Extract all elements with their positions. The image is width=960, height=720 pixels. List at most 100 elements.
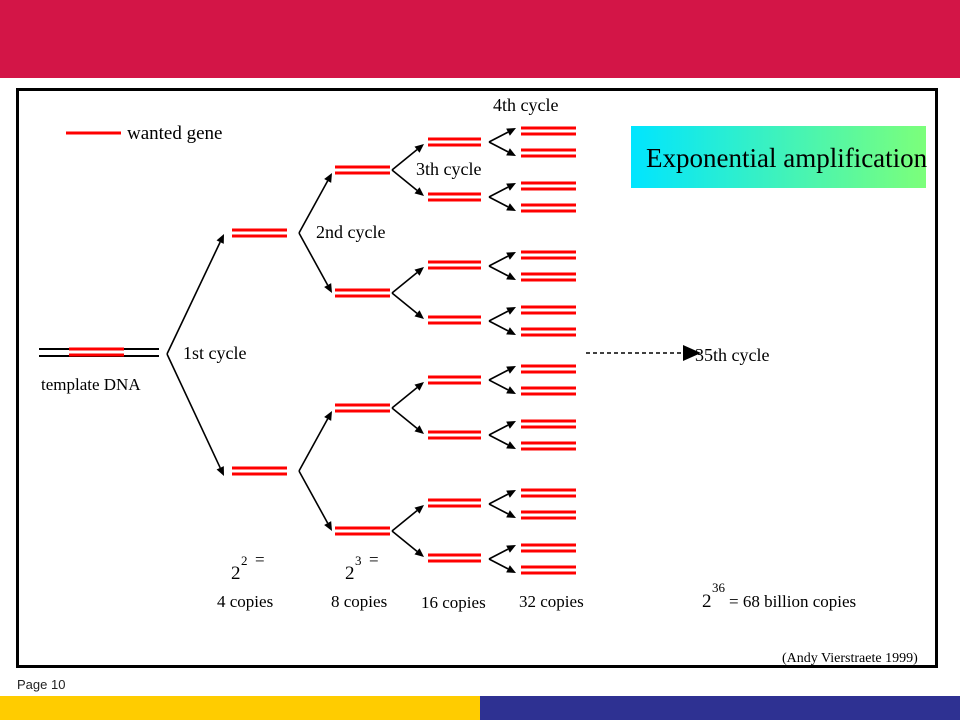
count-4-base: 2	[231, 563, 241, 584]
final-copies-text: = 68 billion copies	[729, 592, 856, 611]
count-8-label: 8 copies	[331, 592, 387, 611]
count-16-label: 16 copies	[421, 593, 486, 612]
arrowhead	[506, 128, 516, 136]
cycle-1-label: 1st cycle	[183, 343, 246, 363]
arrowhead	[414, 144, 424, 153]
arrow-cycle4-down	[488, 320, 516, 335]
branch-line	[166, 241, 221, 355]
copy-cycle2	[335, 403, 390, 413]
arrow-cycle4-down	[488, 434, 516, 449]
count-4: 2 2 = 4 copies	[217, 550, 273, 611]
copy-cycle4	[521, 250, 576, 260]
branch-line	[488, 493, 509, 505]
arrowhead	[506, 272, 516, 280]
arrowhead	[683, 345, 701, 361]
credit-text: (Andy Vierstraete 1999)	[782, 651, 918, 665]
branch-line	[488, 548, 509, 560]
branch-line	[488, 369, 509, 381]
branch-line	[391, 169, 418, 191]
arrow-cycle4-down	[488, 265, 516, 280]
final-exponent: 36	[712, 580, 726, 595]
arrowhead	[506, 366, 516, 374]
cycle-35-label: 35th cycle	[695, 345, 769, 365]
count-8-base: 2	[345, 563, 355, 584]
arrowhead	[506, 565, 516, 573]
copy-cycle4	[521, 148, 576, 158]
branch-line	[391, 387, 418, 409]
branch-line	[488, 310, 509, 322]
arrowhead	[324, 411, 332, 421]
cycle-3-label: 3th cycle	[416, 159, 481, 179]
footer-bar-right	[480, 696, 960, 720]
arrowhead	[506, 441, 516, 449]
count-8-exponent: 3	[355, 553, 362, 568]
branch-line	[488, 320, 509, 332]
arrow-to-35th-cycle	[586, 345, 701, 361]
arrow-cycle3-up	[391, 382, 424, 409]
arrowhead	[324, 283, 332, 293]
count-4-exponent: 2	[241, 553, 248, 568]
arrow-cycle3-down	[391, 169, 424, 196]
copy-cycle4	[521, 441, 576, 451]
branch-line	[488, 141, 509, 153]
copy-cycle3	[428, 137, 481, 147]
arrowhead	[506, 327, 516, 335]
pcr-figure: wanted gene Exponential amplification te…	[16, 88, 938, 668]
gene-copies	[69, 126, 576, 575]
pcr-diagram: wanted gene Exponential amplification te…	[39, 95, 928, 665]
count-8-equals: =	[369, 550, 379, 569]
count-32-label: 32 copies	[519, 592, 584, 611]
branch-line	[298, 232, 329, 286]
arrowhead	[506, 252, 516, 260]
arrow-cycle4-up	[488, 421, 516, 436]
template-dna-label: template DNA	[41, 375, 141, 394]
arrowhead	[506, 545, 516, 553]
copy-cycle4	[521, 203, 576, 213]
arrow-cycle2-up	[298, 411, 332, 472]
branch-line	[166, 353, 221, 469]
arrow-cycle4-up	[488, 252, 516, 267]
arrowhead	[414, 187, 424, 196]
copy-cycle4	[521, 305, 576, 315]
arrow-cycle3-down	[391, 292, 424, 319]
branch-line	[298, 470, 329, 524]
copy-cycle1	[232, 228, 287, 238]
arrowhead	[506, 386, 516, 394]
branch-line	[488, 196, 509, 208]
branch-line	[488, 434, 509, 446]
copy-cycle3	[428, 553, 481, 563]
arrow-cycle4-down	[488, 141, 516, 156]
branch-line	[488, 503, 509, 515]
arrowhead	[414, 310, 424, 319]
branch-line	[391, 407, 418, 429]
copy-cycle4	[521, 126, 576, 136]
copy-cycle2	[335, 288, 390, 298]
branch-line	[488, 131, 509, 143]
branch-line	[391, 530, 418, 552]
arrowhead	[414, 267, 424, 276]
arrow-cycle2-down	[298, 232, 332, 293]
arrowhead	[506, 183, 516, 191]
arrowhead	[506, 490, 516, 498]
copy-cycle1	[232, 466, 287, 476]
arrow-cycle1-up	[166, 234, 224, 355]
arrow-cycle4-up	[488, 490, 516, 505]
copy-cycle2	[335, 526, 390, 536]
arrow-cycle3-down	[391, 530, 424, 557]
cycle-4-label: 4th cycle	[493, 95, 558, 115]
arrow-cycle3-up	[391, 144, 424, 171]
copy-cycle4	[521, 510, 576, 520]
arrowhead	[216, 466, 224, 476]
arrow-cycle4-up	[488, 183, 516, 198]
legend: wanted gene	[66, 123, 222, 144]
branch-line	[488, 424, 509, 436]
arrow-cycle4-down	[488, 379, 516, 394]
branch-line	[391, 292, 418, 314]
count-4-label: 4 copies	[217, 592, 273, 611]
copy-cycle4	[521, 181, 576, 191]
copy-cycle3	[428, 498, 481, 508]
arrow-cycle1-down	[166, 353, 224, 476]
arrow-cycle2-up	[298, 173, 332, 234]
arrowhead	[414, 382, 424, 391]
footer-bar-left	[0, 696, 480, 720]
